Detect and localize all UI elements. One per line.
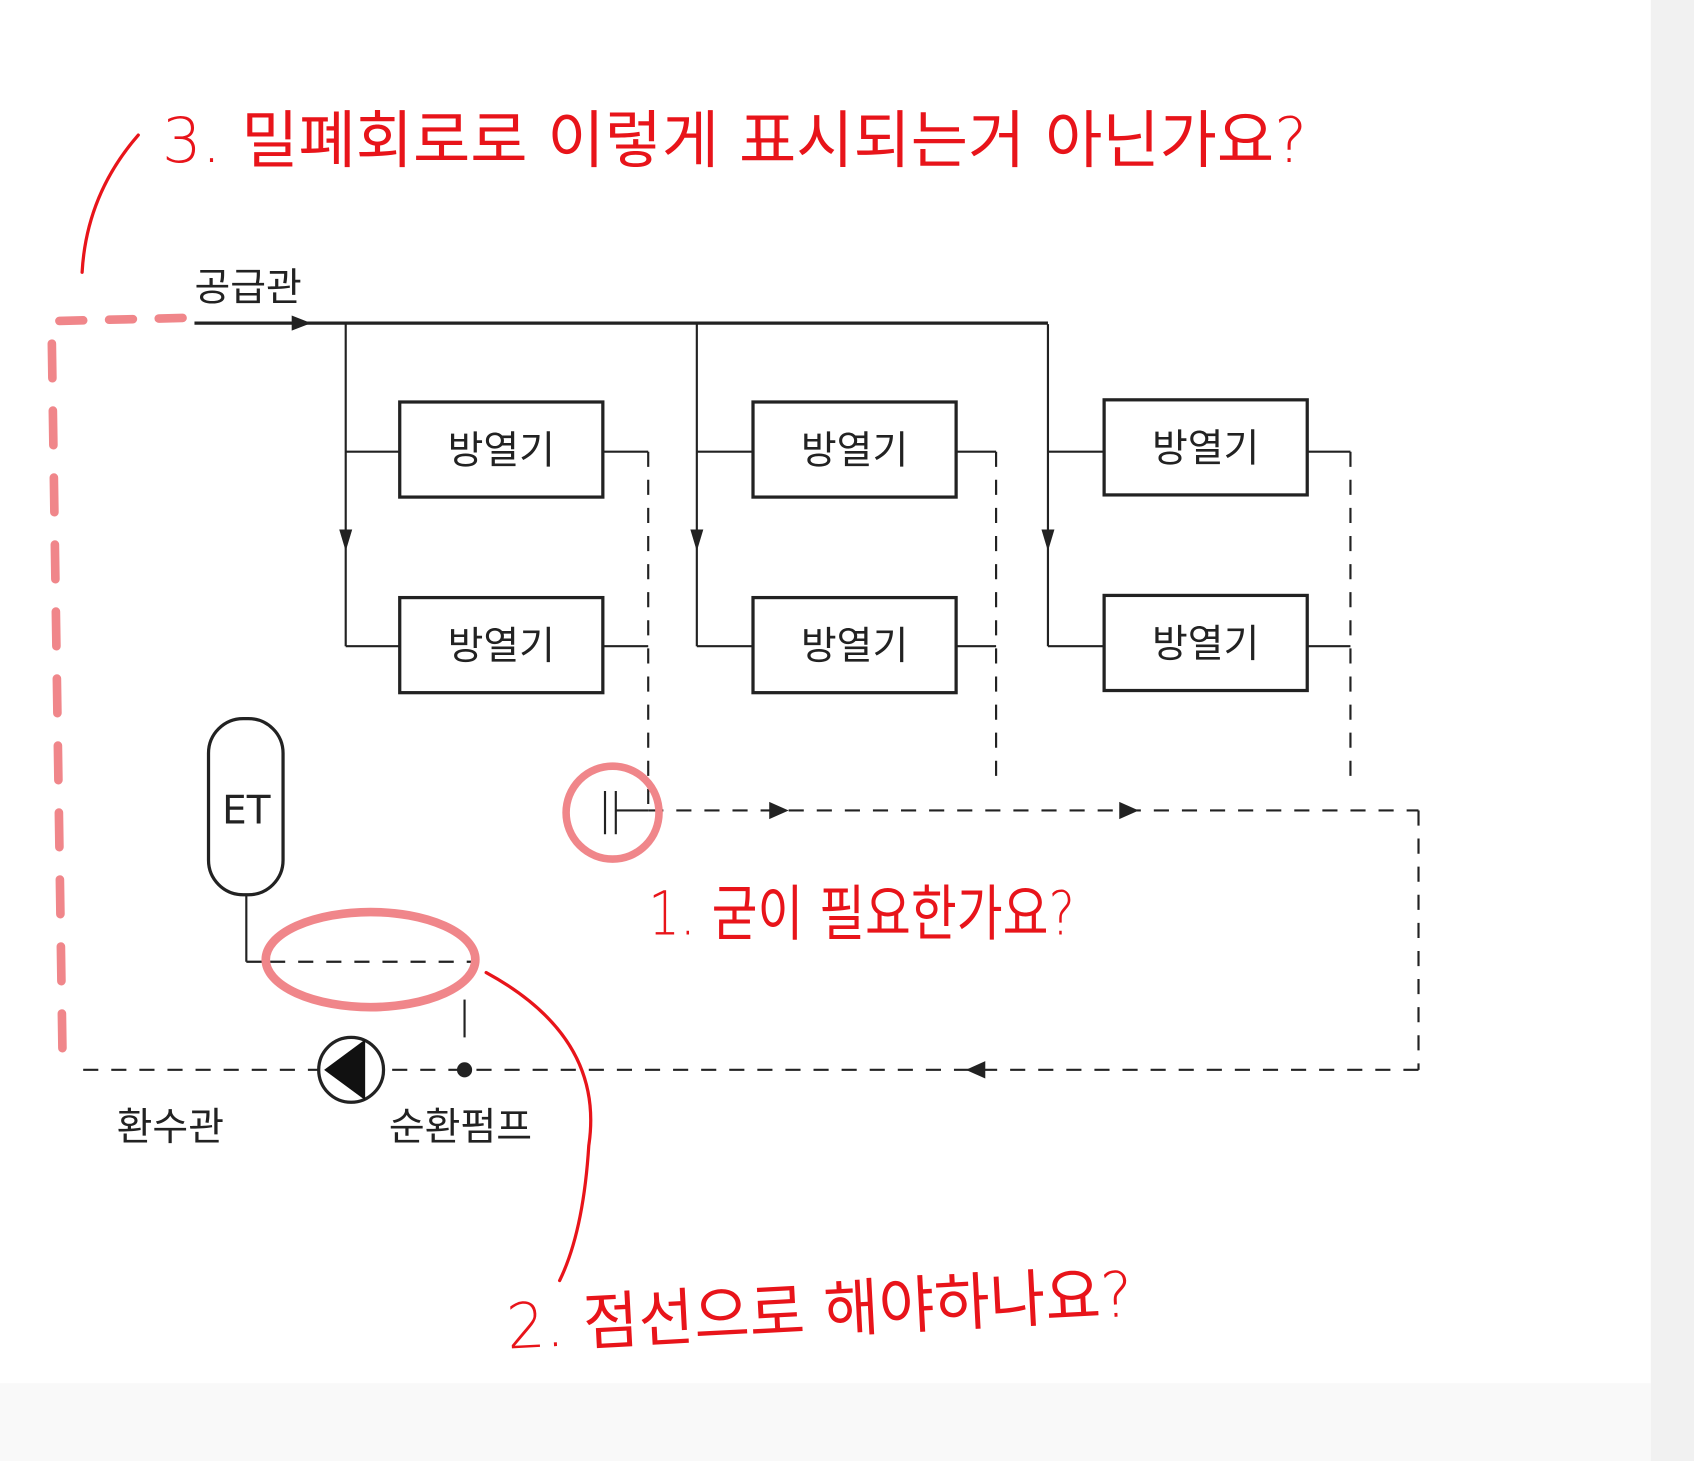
radiator-box xyxy=(1102,398,1309,497)
radiator-box xyxy=(751,400,958,499)
expansion-tank-label: ET xyxy=(222,788,271,833)
return-arrow-icon xyxy=(965,1061,986,1079)
annotation-pointers xyxy=(80,133,593,1283)
return-pipe-label: 환수관 xyxy=(117,1105,224,1150)
expansion-tank xyxy=(206,716,285,897)
down-arrow-icon xyxy=(690,529,704,552)
supply-pipe-label: 공급관 xyxy=(194,265,301,310)
radiator-label: 방열기 xyxy=(801,624,908,669)
annotation-note-3: 3. 밀폐회로로 이렇게 표시되는거 아닌가요? xyxy=(162,104,1307,177)
return-arrow-icon xyxy=(769,801,789,820)
bottom-margin xyxy=(0,1383,1651,1461)
supply-piping xyxy=(194,321,1351,648)
radiator-box xyxy=(751,595,958,695)
radiator-label: 방열기 xyxy=(448,624,555,669)
radiator-box xyxy=(398,400,605,499)
radiator-box xyxy=(1102,593,1309,693)
radiators xyxy=(398,398,1309,695)
pump-label: 순환펌프 xyxy=(389,1105,532,1150)
annotation-note-1: 1. 굳이 필요한가요? xyxy=(648,880,1075,950)
radiator-label: 방열기 xyxy=(1152,622,1259,667)
down-arrow-icon xyxy=(1041,529,1055,552)
supply-arrow-icon xyxy=(291,315,312,331)
radiator-label: 방열기 xyxy=(448,429,555,474)
radiator-box xyxy=(398,595,605,695)
down-arrow-icon xyxy=(339,529,353,552)
right-scrollbar-strip xyxy=(1650,0,1694,1461)
return-piping xyxy=(70,451,1420,1071)
fitting-highlight-circle xyxy=(562,762,663,863)
dashed-line-highlight-ellipse xyxy=(261,907,480,1012)
closed-loop-highlight xyxy=(47,313,197,1069)
pump-icon xyxy=(317,1035,386,1104)
valve-dot xyxy=(456,1062,473,1078)
radiator-label: 방열기 xyxy=(801,429,908,474)
radiator-label: 방열기 xyxy=(1152,426,1259,471)
